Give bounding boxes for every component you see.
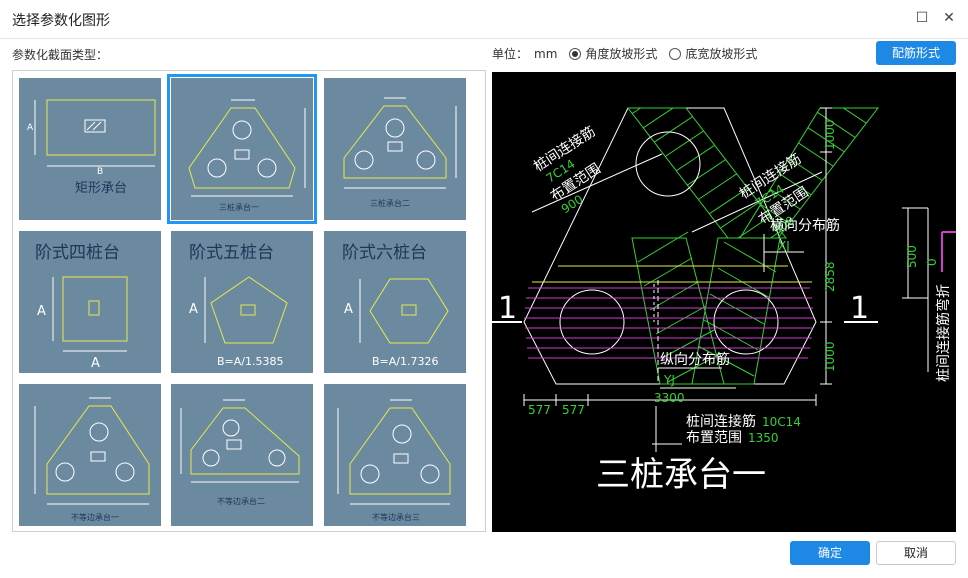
tile-formula: B=A/1.7326 <box>372 355 438 368</box>
section-mark-left: 1 <box>498 291 517 326</box>
tile-three-pile-cap-1[interactable]: 三桩承台一 <box>167 74 317 224</box>
side-dim-500: 500 <box>905 245 919 268</box>
three-pile-2-drawing: 三桩承台二 <box>343 97 457 208</box>
unit-label: 单位： <box>492 47 529 61</box>
bottom-rebar-value: 10C14 <box>762 415 801 429</box>
dim-577-a: 577 <box>528 403 551 417</box>
side-label: 桩间连接筋弯折 <box>935 284 952 382</box>
tile-caption: 三桩承台一 <box>219 202 259 212</box>
radio-angle-slope[interactable] <box>569 47 582 60</box>
tile-title: 阶式五桩台 <box>189 243 274 263</box>
tile-rect-cap[interactable]: A B 矩形承台 <box>19 78 161 220</box>
dim-1000-bottom: 1000 <box>823 341 837 372</box>
maximize-icon[interactable]: ☐ <box>915 10 929 26</box>
section-type-label: 参数化截面类型： <box>12 48 109 62</box>
tile-three-pile-cap-2[interactable]: 三桩承台二 <box>324 78 466 220</box>
three-pile-cap-drawing: 1 1 1000 2858 1000 577 577 3300 桩间连接筋 7C… <box>492 107 956 495</box>
stepped-five-pile-drawing: 阶式五桩台 A B=A/1.5385 <box>189 243 288 368</box>
shape-preview: 1 1 1000 2858 1000 577 577 3300 桩间连接筋 7C… <box>492 72 956 532</box>
gallery-scrollbar[interactable] <box>485 157 486 371</box>
dim-577-b: 577 <box>562 403 585 417</box>
bottom-rebar-label: 桩间连接筋 <box>686 413 756 430</box>
tile-stepped-six-pile[interactable]: 阶式六桩台 A B=A/1.7326 <box>324 231 466 373</box>
tile-formula: B=A/1.5385 <box>217 355 283 368</box>
longitudinal-label: 纵向分布筋 <box>660 351 730 368</box>
unequal-cap-2-drawing: 不等边承台二 <box>180 399 300 506</box>
rect-cap-drawing: A B 矩形承台 <box>27 99 156 196</box>
title-bar: 选择参数化图形 ☐ ✕ <box>0 0 968 39</box>
tile-dim-b: A <box>91 356 100 371</box>
unit-value: mm <box>534 46 558 61</box>
stepped-four-pile-drawing: 阶式四桩台 A A <box>35 243 128 371</box>
tile-dim-a: A <box>189 302 198 317</box>
tile-caption: 矩形承台 <box>75 181 127 196</box>
radio-width-slope-label[interactable]: 底宽放坡形式 <box>685 47 758 61</box>
cancel-button[interactable]: 取消 <box>876 541 956 565</box>
dim-3300: 3300 <box>654 391 685 405</box>
tile-dim-a: A <box>37 304 46 319</box>
dim-1000-top: 1000 <box>823 119 837 150</box>
preview-title: 三桩承台一 <box>596 455 766 495</box>
tile-caption: 不等边承台一 <box>71 512 119 522</box>
tile-caption: 不等边承台二 <box>217 496 265 506</box>
stepped-six-pile-drawing: 阶式六桩台 A B=A/1.7326 <box>342 243 449 368</box>
rebar-form-button[interactable]: 配筋形式 <box>876 41 956 65</box>
tile-title: 阶式六桩台 <box>342 243 427 263</box>
transverse-code: XJ <box>778 239 790 253</box>
bottom-range-label: 布置范围 <box>686 429 742 446</box>
transverse-label: 横向分布筋 <box>770 217 840 234</box>
three-pile-1-drawing: 三桩承台一 <box>188 99 306 212</box>
tile-dim-a: A <box>344 302 353 317</box>
tile-unequal-cap-3[interactable]: 不等边承台三 <box>324 384 466 526</box>
section-mark-right: 1 <box>850 291 869 326</box>
side-dim-0: 0 <box>925 258 939 266</box>
tile-caption: 三桩承台二 <box>370 198 410 208</box>
unequal-cap-3-drawing: 不等边承台三 <box>337 399 451 522</box>
shape-gallery: A B 矩形承台 三桩承台一 三桩承台二 <box>12 70 486 532</box>
tile-unequal-cap-1[interactable]: 不等边承台一 <box>19 384 161 526</box>
bottom-range-value: 1350 <box>748 431 779 445</box>
close-icon[interactable]: ✕ <box>943 10 955 26</box>
longitudinal-code: YJ <box>663 373 675 387</box>
window-title: 选择参数化图形 <box>12 13 110 29</box>
dim-2858: 2858 <box>823 261 837 292</box>
tile-title: 阶式四桩台 <box>35 243 120 263</box>
radio-width-slope[interactable] <box>669 47 682 60</box>
tile-caption: 不等边承台三 <box>372 512 420 522</box>
tile-stepped-five-pile[interactable]: 阶式五桩台 A B=A/1.5385 <box>171 231 313 373</box>
unit-row: 单位： mm 角度放坡形式 底宽放坡形式 <box>492 45 757 62</box>
tile-unequal-cap-2[interactable]: 不等边承台二 <box>171 384 313 526</box>
ok-button[interactable]: 确定 <box>790 541 870 565</box>
unequal-cap-1-drawing: 不等边承台一 <box>34 397 150 522</box>
tile-dim-a: A <box>27 123 34 133</box>
tile-dim-b: B <box>97 167 103 177</box>
tile-stepped-four-pile[interactable]: 阶式四桩台 A A <box>19 231 161 373</box>
radio-angle-slope-label[interactable]: 角度放坡形式 <box>585 47 658 61</box>
